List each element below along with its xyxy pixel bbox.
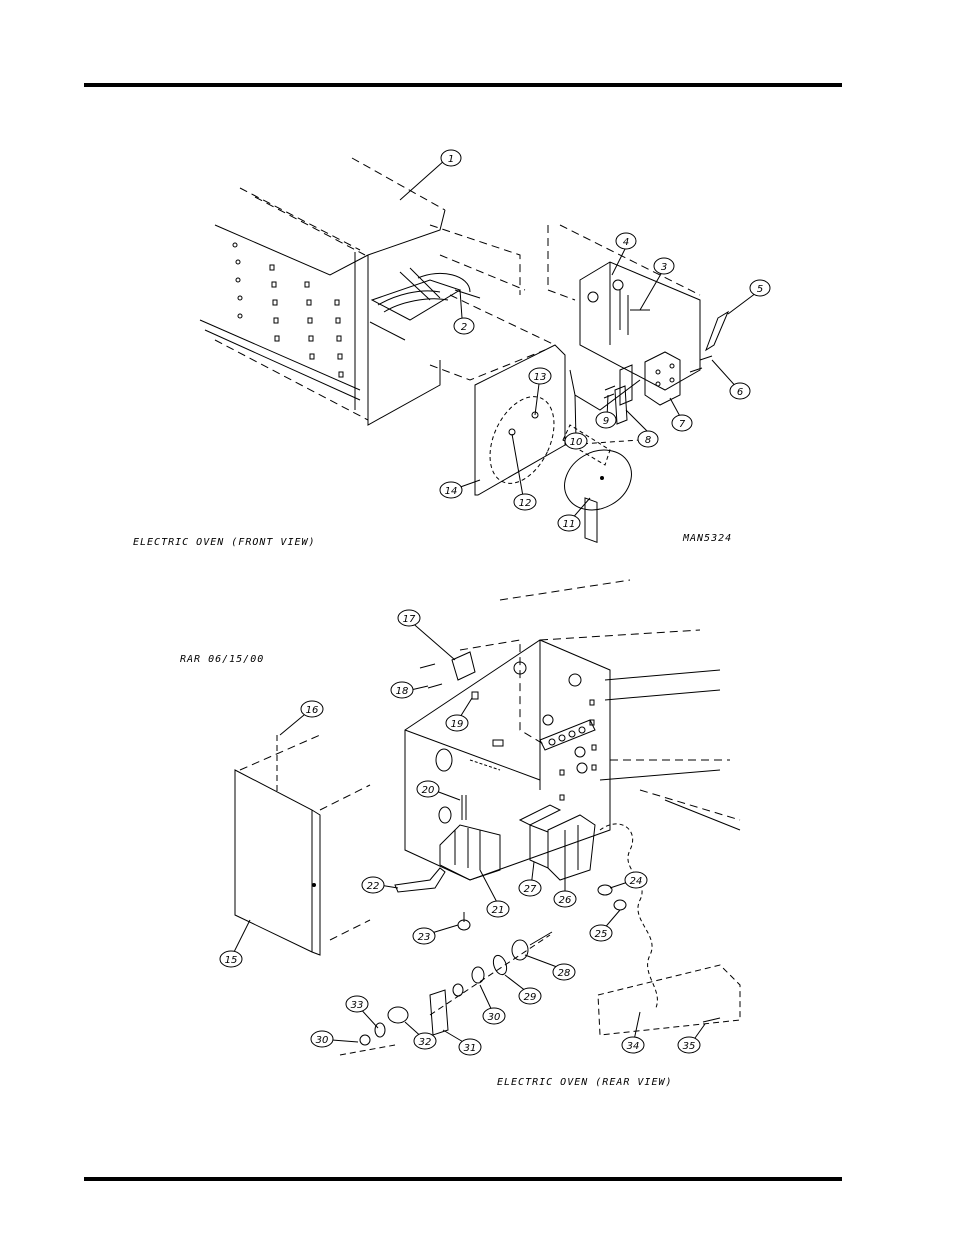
terminal-strip xyxy=(539,699,597,801)
callout-30-washer: 30 xyxy=(310,1030,334,1048)
callout-17: 17 xyxy=(397,609,421,627)
callout-14: 14 xyxy=(439,481,463,499)
svg-text:5: 5 xyxy=(757,284,763,295)
callout-2: 2 xyxy=(453,317,475,335)
svg-text:6: 6 xyxy=(737,387,743,398)
svg-text:34: 34 xyxy=(627,1041,640,1052)
heating-element xyxy=(370,267,471,321)
callout-13: 13 xyxy=(528,367,552,385)
callout-11: 11 xyxy=(557,514,581,532)
revision-stamp: RAR 06/15/00 xyxy=(180,654,265,665)
svg-text:19: 19 xyxy=(451,719,464,730)
svg-text:29: 29 xyxy=(524,992,537,1003)
svg-text:15: 15 xyxy=(225,955,238,966)
callout-9: 9 xyxy=(595,411,617,429)
callout-5: 5 xyxy=(749,279,771,297)
callout-4: 4 xyxy=(615,232,637,250)
svg-text:1: 1 xyxy=(448,154,454,165)
svg-text:33: 33 xyxy=(351,1000,364,1011)
callout-19: 19 xyxy=(445,714,469,732)
bottom-rule xyxy=(84,1177,842,1181)
callout-25: 25 xyxy=(589,924,613,942)
svg-text:27: 27 xyxy=(524,884,537,895)
svg-text:14: 14 xyxy=(445,486,458,497)
callout-29: 29 xyxy=(518,987,542,1005)
callout-labels: 1 2 3 4 5 6 7 8 9 10 11 12 13 14 15 16 1… xyxy=(219,149,771,1056)
svg-text:9: 9 xyxy=(603,416,609,427)
callout-35: 35 xyxy=(677,1036,701,1054)
callout-28: 28 xyxy=(552,963,576,981)
svg-text:13: 13 xyxy=(534,372,547,383)
callout-7: 7 xyxy=(671,414,693,432)
svg-text:16: 16 xyxy=(306,705,319,716)
front-view-drawing xyxy=(199,157,730,543)
svg-text:28: 28 xyxy=(558,968,571,979)
callout-18: 18 xyxy=(390,681,414,699)
svg-text:18: 18 xyxy=(396,686,409,697)
callout-24: 24 xyxy=(624,871,648,889)
oven-louvers xyxy=(232,242,344,378)
callout-30: 30 xyxy=(482,1007,506,1025)
callout-34: 34 xyxy=(621,1036,645,1054)
svg-text:7: 7 xyxy=(679,419,686,430)
svg-text:4: 4 xyxy=(623,237,629,248)
callout-26: 26 xyxy=(553,890,577,908)
svg-text:17: 17 xyxy=(403,614,416,625)
svg-text:11: 11 xyxy=(563,519,576,530)
svg-text:8: 8 xyxy=(645,435,651,446)
svg-text:3: 3 xyxy=(661,262,667,273)
svg-text:25: 25 xyxy=(595,929,608,940)
callout-10: 10 xyxy=(564,432,588,450)
svg-text:31: 31 xyxy=(464,1043,477,1054)
svg-text:20: 20 xyxy=(422,785,435,796)
callout-8: 8 xyxy=(637,430,659,448)
svg-text:26: 26 xyxy=(559,895,572,906)
callout-15: 15 xyxy=(219,950,243,968)
callout-12: 12 xyxy=(513,493,537,511)
svg-text:24: 24 xyxy=(630,876,643,887)
rear-view-drawing xyxy=(234,579,741,1056)
callout-32: 32 xyxy=(413,1032,437,1050)
callout-21: 21 xyxy=(486,900,510,918)
callout-3: 3 xyxy=(653,257,675,275)
svg-text:10: 10 xyxy=(570,437,583,448)
callout-31: 31 xyxy=(458,1038,482,1056)
svg-text:35: 35 xyxy=(683,1041,696,1052)
front-view-caption: ELECTRIC OVEN (FRONT VIEW) xyxy=(133,537,316,548)
front-drawing-code: MAN5324 xyxy=(683,533,733,544)
callout-33: 33 xyxy=(345,995,369,1013)
svg-text:30: 30 xyxy=(488,1012,501,1023)
svg-text:22: 22 xyxy=(367,881,380,892)
svg-text:23: 23 xyxy=(418,932,431,943)
callout-27: 27 xyxy=(518,879,542,897)
callout-23: 23 xyxy=(412,927,436,945)
callout-20: 20 xyxy=(416,780,440,798)
svg-text:32: 32 xyxy=(419,1037,432,1048)
svg-text:12: 12 xyxy=(519,498,532,509)
callout-6: 6 xyxy=(729,382,751,400)
svg-text:21: 21 xyxy=(492,905,505,916)
callout-16: 16 xyxy=(300,700,324,718)
top-rule xyxy=(84,83,842,87)
svg-text:2: 2 xyxy=(461,322,467,333)
rear-view-caption: ELECTRIC OVEN (REAR VIEW) xyxy=(497,1077,673,1088)
svg-text:30: 30 xyxy=(316,1035,329,1046)
callout-1: 1 xyxy=(440,149,462,167)
callout-22: 22 xyxy=(361,876,385,894)
